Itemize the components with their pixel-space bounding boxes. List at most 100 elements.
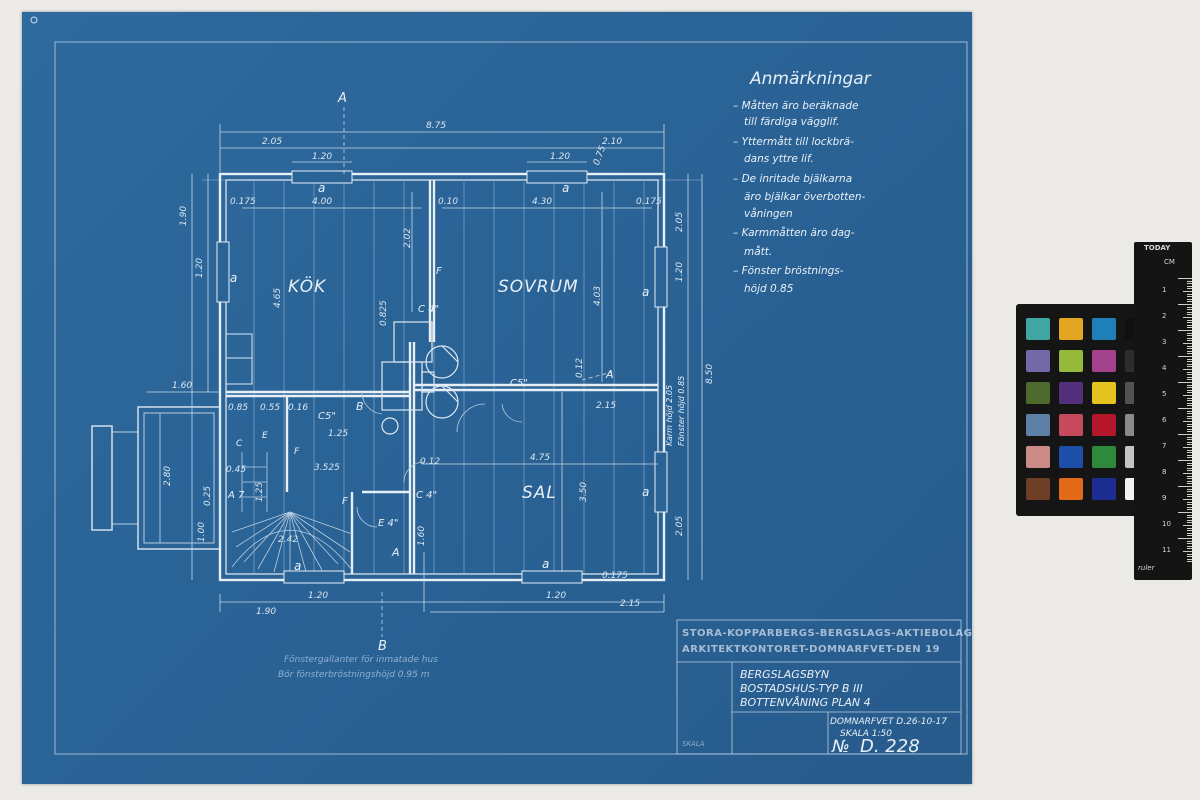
section-a-mid: A xyxy=(605,368,614,381)
label-c-small: C xyxy=(236,439,243,449)
dim-kok-width: 4.00 xyxy=(312,197,332,207)
ruler-tick-mark xyxy=(1187,415,1192,417)
room-sovrum: SOVRUM xyxy=(498,277,579,297)
ruler-tick-mark xyxy=(1187,319,1192,321)
ruler-tick-mark xyxy=(1178,512,1192,513)
ruler-tick-mark xyxy=(1187,444,1192,446)
ruler-tick-mark xyxy=(1187,301,1192,303)
dim-sal-width: 4.75 xyxy=(530,453,550,463)
ruler-tick-label: 6 xyxy=(1162,416,1167,424)
ruler-tick-mark xyxy=(1187,483,1192,485)
ruler-tick-mark xyxy=(1187,441,1192,443)
ruler-brand-top: TODAY xyxy=(1144,244,1171,252)
dim-wall2: 0.10 xyxy=(438,197,458,207)
ruler-tick-mark xyxy=(1187,314,1192,316)
dim-win-top-left: 1.20 xyxy=(312,152,332,162)
ruler-tick-mark xyxy=(1187,327,1192,329)
ruler-tick-mark xyxy=(1187,340,1192,342)
ruler-tick-mark xyxy=(1183,525,1192,526)
ruler-tick-label: 4 xyxy=(1162,364,1167,372)
ruler-tick-mark xyxy=(1178,408,1192,409)
color-swatch xyxy=(1059,446,1083,468)
ruler-tick-mark xyxy=(1187,400,1192,402)
ruler-tick-mark xyxy=(1187,348,1192,350)
label-a-top-right: a xyxy=(562,181,569,195)
ruler-tick-mark xyxy=(1178,330,1192,331)
pin-hole xyxy=(30,16,38,24)
color-swatch xyxy=(1059,382,1083,404)
drawing-number: D. 228 xyxy=(860,736,920,757)
dim-c45: 0.45 xyxy=(226,465,246,475)
ruler-tick-mark xyxy=(1187,561,1192,563)
room-kok: KÖK xyxy=(288,275,327,297)
ruler-tick-mark xyxy=(1187,558,1192,560)
section-a-top: A xyxy=(337,91,347,106)
ruler-tick-mark xyxy=(1187,296,1192,298)
label-a7: A 7 xyxy=(227,490,245,501)
ruler-tick-label: 9 xyxy=(1162,494,1167,502)
ruler-tick-mark xyxy=(1187,509,1192,511)
window-left xyxy=(216,241,230,303)
title-plan: BOTTENVÅNING PLAN 4 xyxy=(740,696,871,709)
ruler-tick-mark xyxy=(1183,499,1192,500)
dim-sal-height: 3.50 xyxy=(579,482,589,502)
ruler-tick-mark xyxy=(1178,460,1192,461)
title-office: ARKITEKTKONTORET-DOMNARFVET-DEN 19 xyxy=(682,644,940,655)
dim-left-seg: 2.05 xyxy=(262,137,282,147)
label-a-left: a xyxy=(230,271,237,285)
ruler-tick-mark xyxy=(1187,309,1192,311)
dim-hall-width: 3.525 xyxy=(314,463,340,473)
ruler-tick-mark xyxy=(1187,335,1192,337)
ruler-tick-mark xyxy=(1187,535,1192,537)
dim-sovrum-width: 4.30 xyxy=(532,197,552,207)
kitchen-fittings xyxy=(225,333,253,385)
outer-walls xyxy=(218,172,666,582)
ruler-tick-mark xyxy=(1187,449,1192,451)
note-line: – Måtten äro beräknade xyxy=(733,99,858,112)
ruler-tick-mark xyxy=(1187,283,1192,285)
dim-012-a: 0.12 xyxy=(575,358,585,378)
window-right-top xyxy=(654,246,668,308)
color-swatch xyxy=(1059,478,1083,500)
color-swatch xyxy=(1026,478,1050,500)
window-top-left xyxy=(291,170,353,184)
label-c4b: C 4" xyxy=(416,490,437,501)
ruler-tick-mark xyxy=(1187,285,1192,287)
dim-left-top: 1.90 xyxy=(179,206,189,226)
ruler-tick-mark xyxy=(1187,506,1192,508)
ruler-tick-mark xyxy=(1187,374,1192,376)
label-a-right-top: a xyxy=(642,285,649,299)
ruler-unit: CM xyxy=(1164,258,1175,266)
drawing-number-prefix: № xyxy=(831,737,850,757)
title-project: BERGSLAGSBYN xyxy=(740,668,829,681)
ruler-tick-mark xyxy=(1187,501,1192,503)
ruler-tick-mark xyxy=(1187,530,1192,532)
dim-bottom-left: 1.90 xyxy=(256,607,276,617)
ruler-tick-mark xyxy=(1183,369,1192,370)
ruler-tick-mark xyxy=(1187,337,1192,339)
ruler-tick-mark xyxy=(1187,517,1192,519)
color-swatch xyxy=(1026,382,1050,404)
ruler-tick-mark xyxy=(1187,553,1192,555)
ruler-tick-mark xyxy=(1187,543,1192,545)
title-company: STORA-KOPPARBERGS-BERGSLAGS-AKTIEBOLAG xyxy=(682,628,972,639)
ruler-tick-mark xyxy=(1187,384,1192,386)
ruler-tick-label: 7 xyxy=(1162,442,1167,450)
ruler-tick-mark xyxy=(1187,332,1192,334)
dim-215-mid: 2.15 xyxy=(596,401,616,411)
ruler-tick-mark xyxy=(1187,527,1192,529)
dim-porch-width: 1.60 xyxy=(172,381,192,391)
dim-total-width: 8.75 xyxy=(426,121,446,131)
dim-bottom-window-2: 1.20 xyxy=(546,591,566,601)
ruler-tick-mark xyxy=(1187,428,1192,430)
ruler-tick-mark xyxy=(1187,478,1192,480)
dim-wall1: 0.175 xyxy=(230,197,256,207)
bottom-note-line1: Fönstergallanter för inmatade hus xyxy=(284,655,438,665)
notes-list: – Måtten äro beräknade till färdiga vägg… xyxy=(733,99,865,295)
title-block: STORA-KOPPARBERGS-BERGSLAGS-AKTIEBOLAG A… xyxy=(676,619,972,757)
color-swatch xyxy=(1026,414,1050,436)
dim-215-bottom: 2.15 xyxy=(620,599,640,609)
door-swings xyxy=(356,391,523,528)
label-a-right-bottom: a xyxy=(642,485,649,499)
label-a-top-left: a xyxy=(318,181,325,195)
